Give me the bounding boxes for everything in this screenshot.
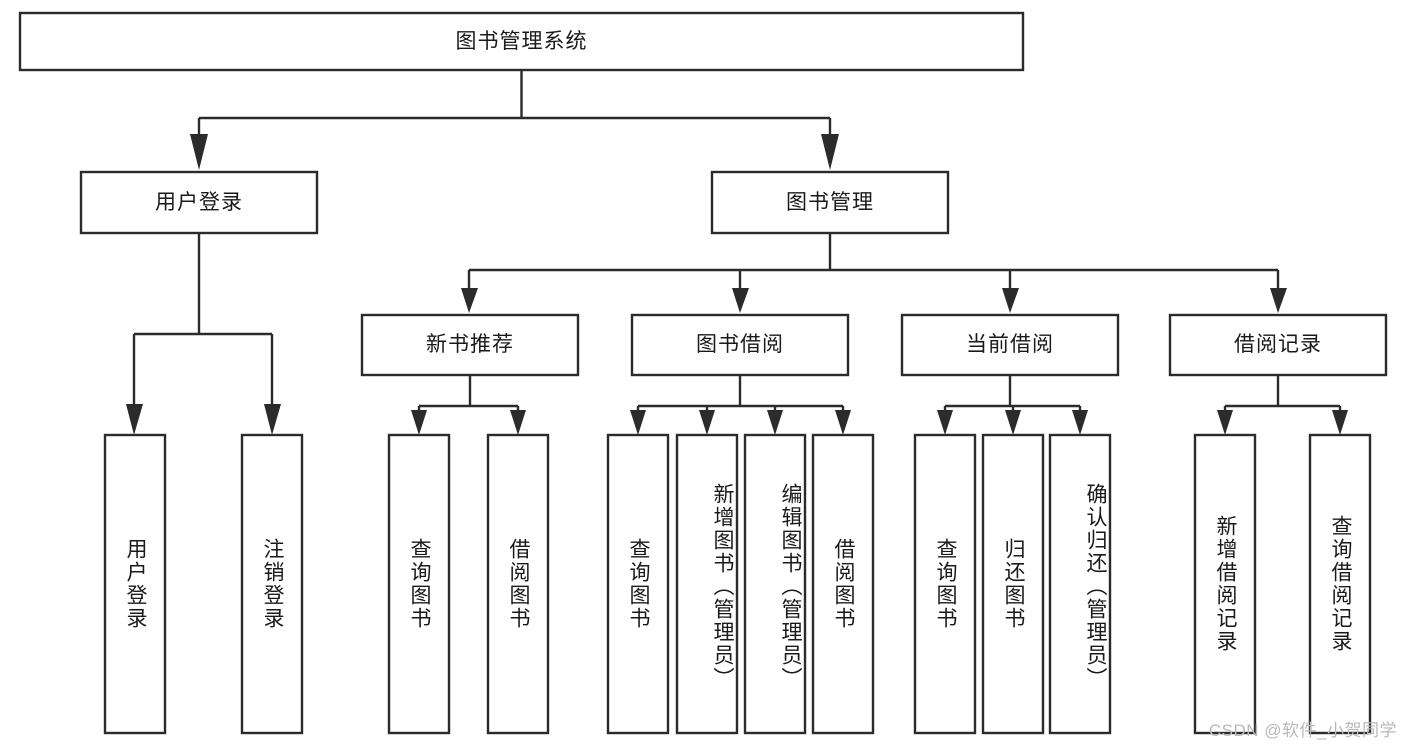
node-box-leaf-add-book[interactable]	[675, 433, 739, 735]
node-box-leaf-borrow-book-1[interactable]	[486, 433, 550, 735]
node-box-leaf-edit-book[interactable]	[743, 433, 807, 735]
node-box-root[interactable]	[18, 11, 1025, 72]
node-box-leaf-logout[interactable]	[240, 433, 304, 735]
arrowhead-leaf-confirm-return	[1072, 410, 1088, 435]
arrowhead-borrow-record	[1270, 288, 1287, 313]
watermark-text: CSDN @软件_小贺同学	[1208, 721, 1397, 740]
node-box-leaf-return-book[interactable]	[981, 433, 1045, 735]
node-box-borrow-record[interactable]	[1168, 313, 1388, 377]
arrowhead-book-borrow	[732, 288, 749, 313]
node-box-leaf-query-record[interactable]	[1308, 433, 1372, 735]
node-box-leaf-query-book-1[interactable]	[387, 433, 451, 735]
arrowhead-current-borrow	[1002, 288, 1019, 313]
arrowhead-leaf-borrow-book-1	[510, 410, 526, 435]
node-box-new-book-recommend[interactable]	[360, 313, 580, 377]
node-box-leaf-query-book-2[interactable]	[606, 433, 670, 735]
arrowhead-user-login	[190, 134, 208, 170]
arrowhead-leaf-edit-book	[767, 410, 783, 435]
arrowhead-leaf-query-book-1	[411, 410, 427, 435]
node-box-book-borrow[interactable]	[630, 313, 850, 377]
node-box-leaf-confirm-return[interactable]	[1048, 433, 1112, 735]
arrowhead-leaf-logout	[264, 404, 281, 435]
node-box-leaf-add-record[interactable]	[1193, 433, 1257, 735]
arrowhead-new-book-recommend	[461, 288, 478, 313]
arrowhead-leaf-add-book	[699, 410, 715, 435]
arrowhead-book-manage	[821, 134, 839, 170]
node-box-book-manage[interactable]	[710, 170, 950, 235]
node-box-leaf-borrow-book-2[interactable]	[811, 433, 875, 735]
arrowhead-leaf-query-book-3	[937, 410, 953, 435]
arrowhead-leaf-return-book	[1005, 410, 1021, 435]
node-box-current-borrow[interactable]	[900, 313, 1120, 377]
arrowhead-leaf-query-book-2	[630, 410, 646, 435]
node-box-user-login[interactable]	[79, 170, 319, 235]
node-box-leaf-query-book-3[interactable]	[913, 433, 977, 735]
arrowhead-leaf-add-record	[1217, 410, 1233, 435]
arrowhead-leaf-query-record	[1332, 410, 1348, 435]
node-box-leaf-user-login[interactable]	[103, 433, 167, 735]
arrowhead-leaf-user-login	[126, 404, 143, 435]
arrowhead-leaf-borrow-book-2	[835, 410, 851, 435]
